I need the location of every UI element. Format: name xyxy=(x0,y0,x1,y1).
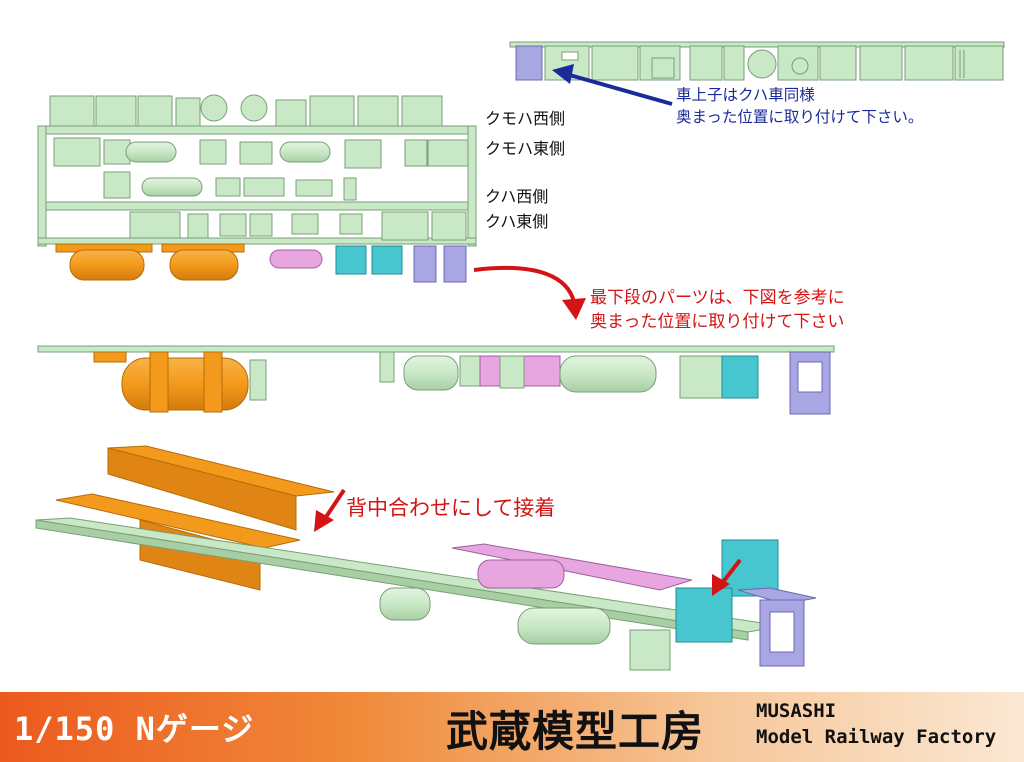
middle-note-line1: 最下段のパーツは、下図を参考に xyxy=(590,288,845,308)
blue-arrow xyxy=(552,64,673,106)
red-curved-arrow xyxy=(473,265,586,320)
brand-en-line2: Model Railway Factory xyxy=(756,726,997,748)
middle-note: 最下段のパーツは、下図を参考に 奥まった位置に取り付けて下さい xyxy=(590,286,845,334)
parts-sprue xyxy=(37,94,477,247)
sprue-bottom-row xyxy=(55,243,467,283)
scale-label: 1/150 Nゲージ xyxy=(14,710,255,748)
middle-note-line2: 奥まった位置に取り付けて下さい xyxy=(590,312,845,332)
label-kumoha-west: クモハ西側 xyxy=(485,109,566,128)
isometric-assembly xyxy=(35,445,817,671)
brand-name-en: MUSASHI Model Railway Factory xyxy=(756,698,996,750)
bottom-note: 背中合わせにして接着 xyxy=(346,496,556,520)
top-note-line1: 車上子はクハ車同様 xyxy=(676,86,815,104)
label-kuha-west: クハ西側 xyxy=(485,187,549,206)
top-note: 車上子はクハ車同様 奥まった位置に取り付けて下さい。 xyxy=(676,84,923,128)
brand-en-line1: MUSASHI xyxy=(756,700,837,722)
top-note-line2: 奥まった位置に取り付けて下さい。 xyxy=(676,108,924,126)
brand-name-jp: 武蔵模型工房 xyxy=(446,707,705,756)
side-view-assembly xyxy=(37,345,835,415)
top-right-part-strip xyxy=(509,41,1005,81)
red-arrow-left xyxy=(314,488,346,532)
label-kumoha-east: クモハ東側 xyxy=(485,139,566,158)
red-arrow-right xyxy=(712,558,742,596)
footer-banner: 1/150 Nゲージ 武蔵模型工房 MUSASHI Model Railway … xyxy=(0,692,1024,762)
label-kuha-east: クハ東側 xyxy=(485,212,549,231)
